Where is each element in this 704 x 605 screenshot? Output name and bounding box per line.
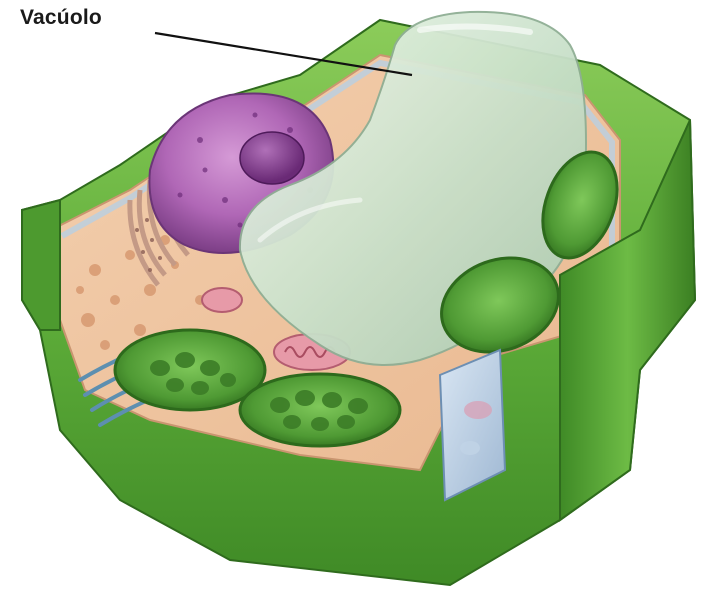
nucleolus (240, 132, 304, 184)
chloroplast (240, 374, 400, 446)
vacuole-label: Vacúolo (20, 6, 102, 30)
